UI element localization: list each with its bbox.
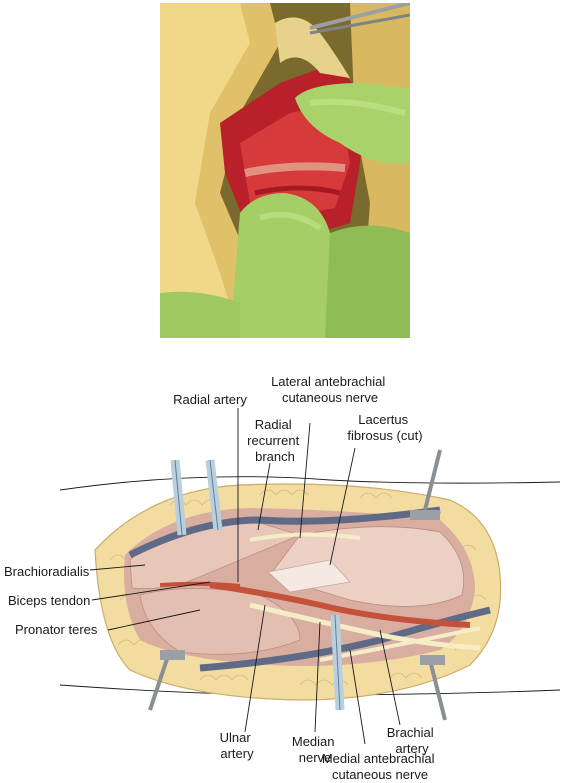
label-radial-recurrent-branch: Radial recurrent branch	[247, 417, 303, 464]
leader-lines	[89, 408, 401, 745]
median-nerve-vessel	[249, 602, 481, 651]
anatomical-illustration: Lateral antebrachial cutaneous nerve Rad…	[4, 374, 561, 782]
label-biceps-tendon: Biceps tendon	[8, 593, 90, 608]
label-radial-artery: Radial artery	[173, 392, 247, 407]
basilic-vein	[199, 606, 491, 672]
surgical-photograph	[160, 3, 410, 338]
label-lacertus-fibrosus: Lacertus fibrosus (cut)	[347, 412, 422, 443]
label-pronator-teres: Pronator teres	[15, 622, 98, 637]
label-brachioradialis: Brachioradialis	[4, 564, 90, 579]
label-lateral-antebrachial-cutaneous-nerve: Lateral antebrachial cutaneous nerve	[271, 374, 389, 405]
radial-artery-vessel	[159, 581, 241, 588]
label-median-nerve: Median nerve	[292, 734, 338, 765]
lateral-cutaneous-nerve-vessel	[249, 532, 361, 542]
brachial-artery	[209, 582, 471, 628]
lacertus-fibrosus	[267, 559, 351, 593]
label-ulnar-artery: Ulnar artery	[220, 730, 255, 761]
label-brachial-artery: Brachial artery	[387, 725, 438, 756]
retractors	[148, 449, 447, 721]
label-medial-antebrachial-cutaneous-nerve: Medial antebrachial cutaneous nerve	[322, 751, 438, 782]
